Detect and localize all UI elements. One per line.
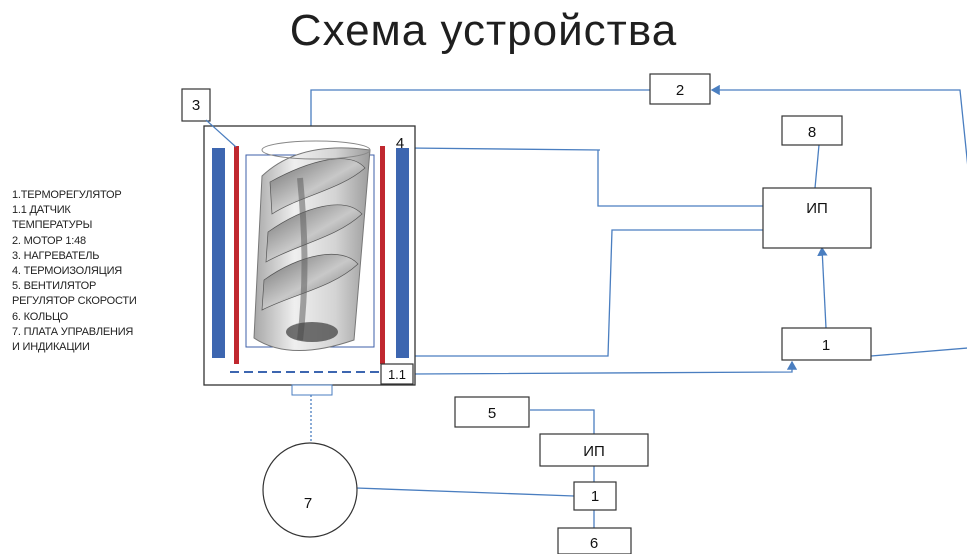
box-power-supply-top — [762, 187, 872, 249]
label-fan-5: 5 — [488, 405, 496, 422]
label-2: 2 — [676, 82, 684, 99]
wire-board-to-regulator — [355, 487, 575, 497]
legend-item-heater: 3. НАГРЕВАТЕЛЬ — [12, 249, 100, 262]
box-motor-2 — [649, 73, 711, 105]
legend-item-insulation: 4. ТЕРМОИЗОЛЯЦИЯ — [12, 265, 123, 278]
legend-item-fan: 5. ВЕНТИЛЯТОР РЕГУЛЯТОР СКОРОСТИ — [12, 280, 137, 308]
wires — [310, 84, 967, 528]
label-power-top: ИП — [806, 200, 828, 217]
heater-left — [234, 146, 239, 364]
wire-sensor-to-thermoregulator — [412, 360, 798, 375]
label-regulator-1: 1 — [591, 488, 599, 505]
label-ring-6: 6 — [590, 535, 598, 552]
legend-item-temperature-sensor: 1.1 ДАТЧИК ТЕМПЕРАТУРЫ — [12, 204, 93, 232]
label-control-board-7: 7 — [304, 495, 312, 512]
wire-fan-to-power — [530, 409, 595, 434]
legend-item-control-board: 7. ПЛАТА УПРАВЛЕНИЯ И ИНДИКАЦИИ — [12, 325, 134, 354]
wire-thermoregulator-to-motor — [710, 84, 967, 165]
wire-heater-to-power — [387, 229, 763, 357]
wire-thermoregulator-to-power — [817, 246, 828, 329]
box-fan-5 — [454, 396, 530, 428]
auger-drum — [253, 140, 371, 351]
legend: 1.ТЕРМОРЕГУЛЯТОР 1.1 ДАТЧИК ТЕМПЕРАТУРЫ … — [12, 188, 177, 355]
legend-item-thermoregulator: 1.ТЕРМОРЕГУЛЯТОР — [12, 189, 122, 201]
box-8 — [781, 115, 843, 146]
label-8: 8 — [808, 124, 816, 141]
motor-coupling — [291, 384, 333, 396]
label-4: 4 — [396, 135, 404, 152]
legend-item-ring: 6. КОЛЬЦО — [12, 310, 69, 323]
box-sensor-1-1 — [380, 363, 414, 385]
wire-housing-to-motor — [310, 89, 650, 126]
leader-heater-3 — [205, 119, 237, 148]
control-board-7 — [262, 442, 358, 538]
heater-right — [380, 146, 385, 364]
label-power-bottom: ИП — [583, 443, 605, 460]
diagram-title: Схема устройства — [289, 6, 678, 55]
box-power-supply-bottom — [539, 433, 649, 467]
wire-thermoregulator-right — [870, 347, 967, 357]
legend-item-motor: 2. МОТОР 1:48 — [12, 234, 86, 247]
insulation-left — [212, 148, 225, 358]
box-regulator-1 — [573, 481, 617, 511]
wire-8-to-power — [814, 144, 820, 189]
label-3: 3 — [192, 97, 200, 114]
insulation-right — [396, 148, 409, 358]
box-thermoregulator-1 — [781, 327, 872, 361]
label-thermoregulator-1: 1 — [822, 337, 830, 354]
box-heater-3 — [181, 88, 211, 122]
box-ring-6 — [557, 527, 632, 554]
wire-insulation-to-power — [407, 147, 763, 207]
label-sensor-1-1: 1.1 — [388, 367, 406, 382]
